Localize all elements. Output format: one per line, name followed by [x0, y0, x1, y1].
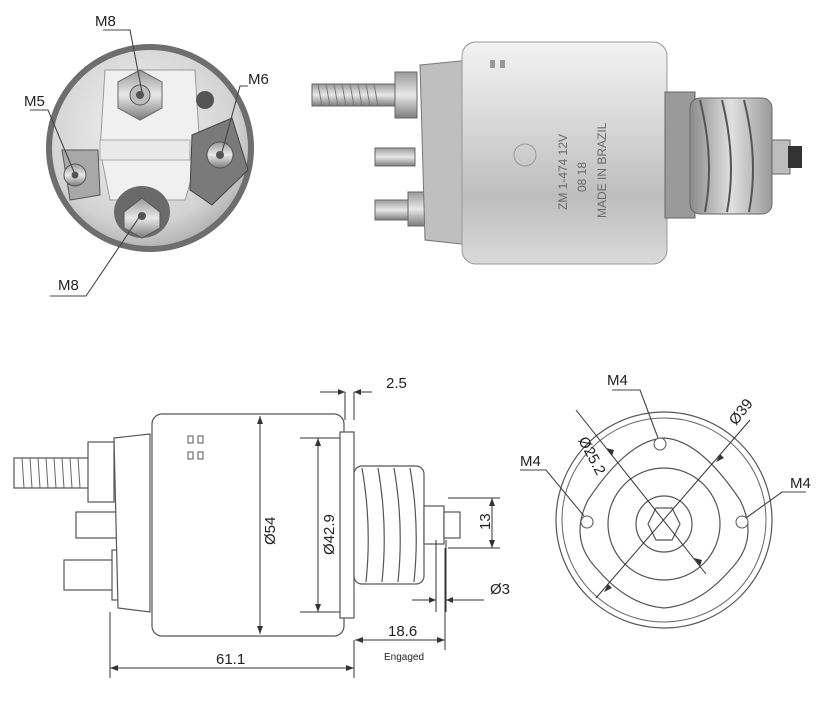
- rivet-dark: [196, 91, 214, 109]
- label-m4-right: M4: [790, 475, 811, 492]
- label-engaged: Engaged: [384, 652, 424, 663]
- label-m8-top: M8: [95, 13, 116, 30]
- end-drawing: Ø25.2 Ø39 M4 M4 M4: [520, 372, 811, 629]
- drawing-cap: [113, 433, 151, 613]
- drawing-collar: [339, 431, 355, 619]
- hole-m4-left: [580, 515, 594, 529]
- dim-61-1: 61.1: [216, 651, 245, 668]
- label-m4-top: M4: [607, 372, 628, 389]
- side-drawing: 2.5 Ø54 Ø42.9 13 Ø3 18.6 Engage: [13, 375, 510, 678]
- insulator-bar: [99, 139, 191, 161]
- hole-m4-right: [735, 515, 749, 529]
- photo-logo: [513, 143, 537, 167]
- photo-plunger-tip: [788, 146, 802, 168]
- photo-stud-m5: [374, 147, 416, 167]
- dia-39: Ø39: [726, 396, 757, 429]
- dim-13: 13: [477, 513, 494, 530]
- dim-3: Ø3: [490, 581, 510, 598]
- label-m8-bottom: M8: [58, 277, 79, 294]
- end-hub: [635, 495, 693, 553]
- end-flange: [579, 437, 749, 609]
- dim-2-5: 2.5: [386, 375, 407, 392]
- drawing-nut-top: [87, 441, 115, 503]
- label-m6: M6: [248, 71, 269, 88]
- photo-plunger: [771, 139, 791, 175]
- photo-nut-top: [394, 71, 418, 119]
- stamp-line3: MADE IN BRAZIL: [595, 122, 609, 218]
- dim-54: Ø54: [262, 517, 279, 545]
- label-m5: M5: [24, 93, 45, 110]
- drawing-plunger: [423, 505, 445, 545]
- end-plunger-hex: [647, 507, 681, 541]
- photo-stud-m8: [311, 83, 398, 107]
- end-photo: M8 M5 M6 M8: [24, 13, 269, 297]
- end-inner-circle: [607, 467, 721, 581]
- label-m4-left: M4: [520, 453, 541, 470]
- side-photo: ZM 1-474 12V 08 18 MADE IN BRAZIL: [311, 41, 802, 265]
- dim-18-6: 18.6: [388, 623, 417, 640]
- stamp-line2: 08 18: [575, 162, 589, 192]
- drawing-plunger-tip: [443, 511, 461, 539]
- stamp-line1: ZM 1-474 12V: [556, 134, 570, 210]
- drawing-body: [151, 413, 345, 637]
- hole-m4-top: [653, 437, 667, 451]
- dim-42-9: Ø42.9: [321, 514, 338, 555]
